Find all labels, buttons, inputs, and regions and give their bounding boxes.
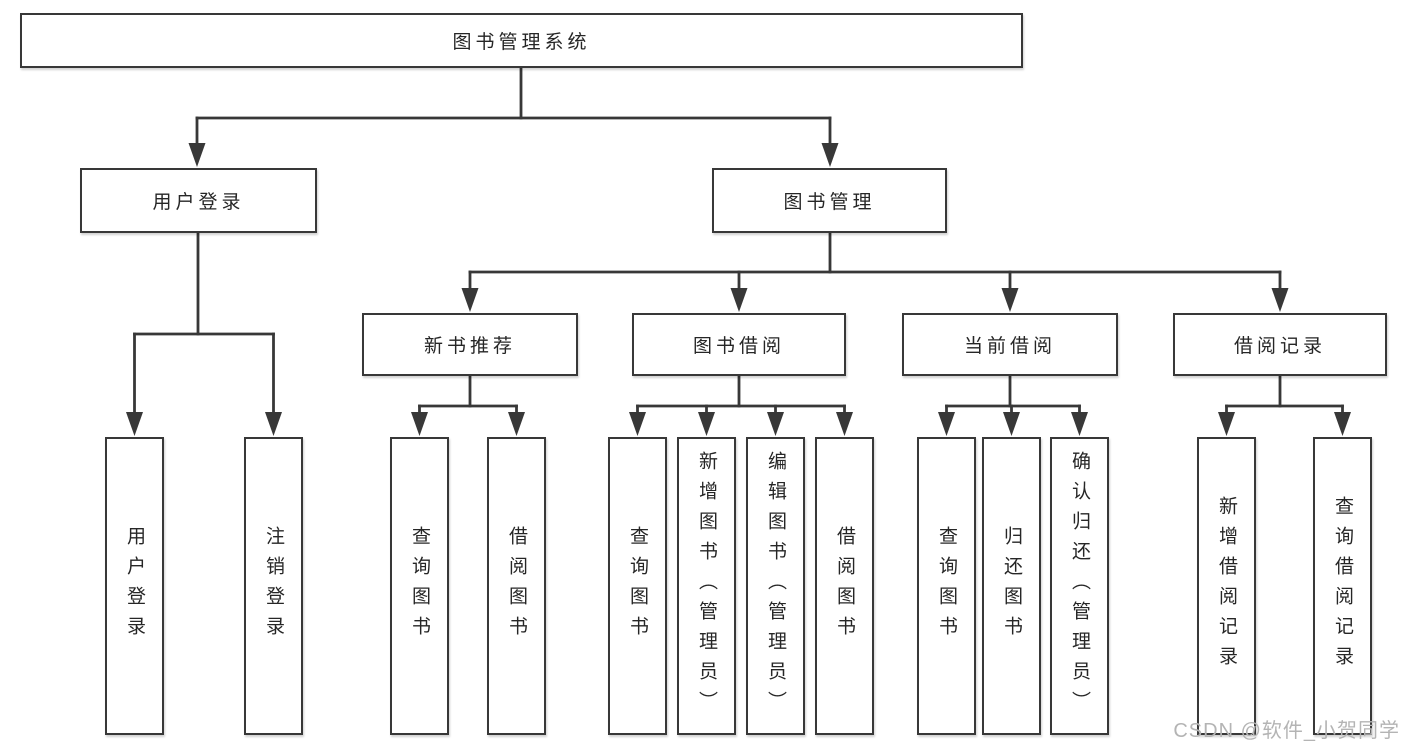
leaf-label: 查询借阅记录 (1332, 496, 1353, 676)
node-label: 新书推荐 (423, 336, 516, 357)
leaf-label: 查询图书 (627, 526, 648, 646)
leaf-label: 归还图书 (1001, 526, 1022, 646)
leaf-label: 新增图书（管理员） (696, 451, 717, 721)
node-label: 当前借阅 (963, 336, 1056, 357)
csdn-watermark: CSDN @软件_小贺同学 (1173, 720, 1400, 742)
leaf-label: 确认归还（管理员） (1069, 451, 1090, 721)
leaf-label: 查询图书 (409, 526, 430, 646)
leaf-add-borrow-record: 新增借阅记录 (1197, 437, 1256, 735)
node-label: 图书借阅 (692, 336, 785, 357)
node-label: 用户登录 (152, 192, 245, 213)
node-current-borrowing: 当前借阅 (902, 313, 1118, 376)
node-book-borrowing: 图书借阅 (632, 313, 846, 376)
leaf-label: 查询图书 (936, 526, 957, 646)
leaf-label: 注销登录 (263, 526, 284, 646)
node-book-management: 图书管理 (712, 168, 947, 233)
node-label: 图书管理系统 (452, 32, 591, 53)
node-borrowing-records: 借阅记录 (1173, 313, 1387, 376)
leaf-add-book-admin: 新增图书（管理员） (677, 437, 736, 735)
leaf-query-books-borrowing: 查询图书 (608, 437, 667, 735)
leaf-label: 编辑图书（管理员） (765, 451, 786, 721)
leaf-label: 借阅图书 (834, 526, 855, 646)
leaf-edit-book-admin: 编辑图书（管理员） (746, 437, 805, 735)
node-label: 借阅记录 (1233, 336, 1326, 357)
node-new-book-recommend: 新书推荐 (362, 313, 578, 376)
leaf-label: 用户登录 (124, 526, 145, 646)
leaf-label: 新增借阅记录 (1216, 496, 1237, 676)
leaf-borrow-books-recommend: 借阅图书 (487, 437, 546, 735)
leaf-borrow-books-borrowing: 借阅图书 (815, 437, 874, 735)
leaf-user-login: 用户登录 (105, 437, 164, 735)
leaf-query-books-recommend: 查询图书 (390, 437, 449, 735)
node-library-management-system: 图书管理系统 (20, 13, 1023, 68)
node-user-login: 用户登录 (80, 168, 317, 233)
leaf-label: 借阅图书 (506, 526, 527, 646)
leaf-query-books-current: 查询图书 (917, 437, 976, 735)
node-label: 图书管理 (783, 192, 876, 213)
leaf-confirm-return-admin: 确认归还（管理员） (1050, 437, 1109, 735)
leaf-query-borrow-record: 查询借阅记录 (1313, 437, 1372, 735)
leaf-return-books: 归还图书 (982, 437, 1041, 735)
leaf-logout: 注销登录 (244, 437, 303, 735)
